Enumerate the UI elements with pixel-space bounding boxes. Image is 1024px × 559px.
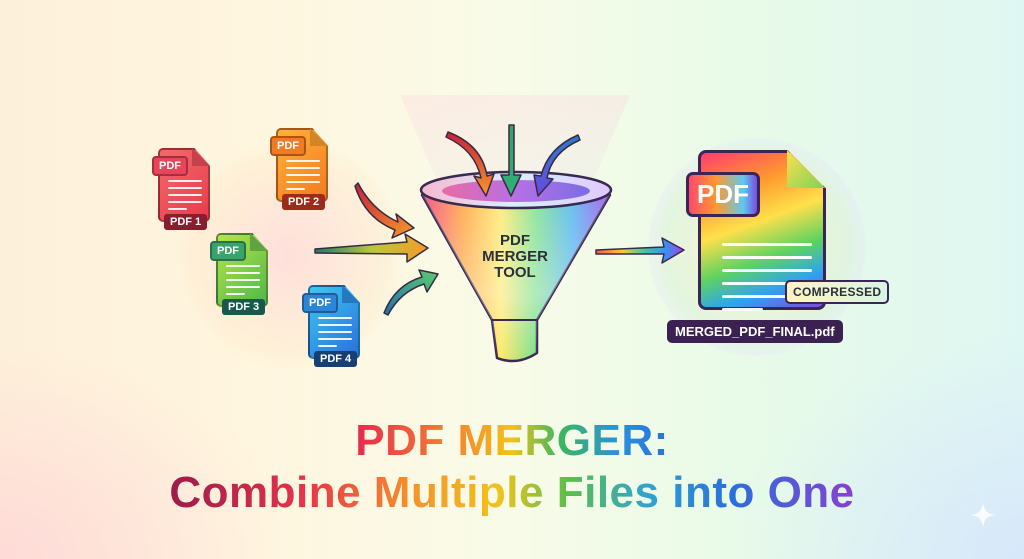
pdf-tag: PDF — [302, 293, 338, 313]
headline-title-text: PDF MERGER: — [355, 416, 669, 465]
pdf-file-3: PDF PDF 3 — [210, 233, 270, 315]
headline-subtitle-text: Combine Multiple Files into One — [169, 468, 855, 517]
text-lines — [722, 243, 812, 321]
arrow-icon — [445, 124, 581, 197]
pdf-file-4: PDF PDF 4 — [302, 285, 362, 367]
text-lines — [226, 265, 260, 300]
text-lines — [168, 180, 202, 215]
compressed-badge: COMPRESSED — [785, 280, 890, 304]
headline-title: PDF MERGER: — [0, 417, 1024, 465]
text-lines — [318, 317, 352, 352]
funnel-icon — [419, 170, 613, 363]
pdf-file-1: PDF PDF 1 — [152, 148, 212, 230]
arrow-icon — [595, 237, 685, 264]
funnel-label-line: MERGER — [482, 248, 548, 265]
funnel-label-line: PDF — [500, 232, 530, 249]
text-lines — [286, 160, 320, 195]
headline-subtitle: Combine Multiple Files into One — [0, 468, 1024, 518]
pdf-tag: PDF — [152, 156, 188, 176]
pdf-tag: PDF — [270, 136, 306, 156]
funnel-label-line: TOOL — [494, 264, 536, 281]
pdf-file-2: PDF PDF 2 — [270, 128, 330, 210]
file-label: PDF 4 — [314, 351, 358, 367]
file-label: PDF 1 — [164, 214, 208, 230]
arrow-icon — [314, 182, 439, 316]
pdf-tag: PDF — [686, 172, 760, 217]
pdf-tag: PDF — [210, 241, 246, 261]
file-label: PDF 2 — [282, 194, 326, 210]
output-filename: MERGED_PDF_FINAL.pdf — [667, 320, 843, 343]
file-label: PDF 3 — [222, 299, 266, 315]
funnel-label: PDF MERGER TOOL — [470, 233, 560, 281]
sparkle-icon — [970, 502, 996, 528]
